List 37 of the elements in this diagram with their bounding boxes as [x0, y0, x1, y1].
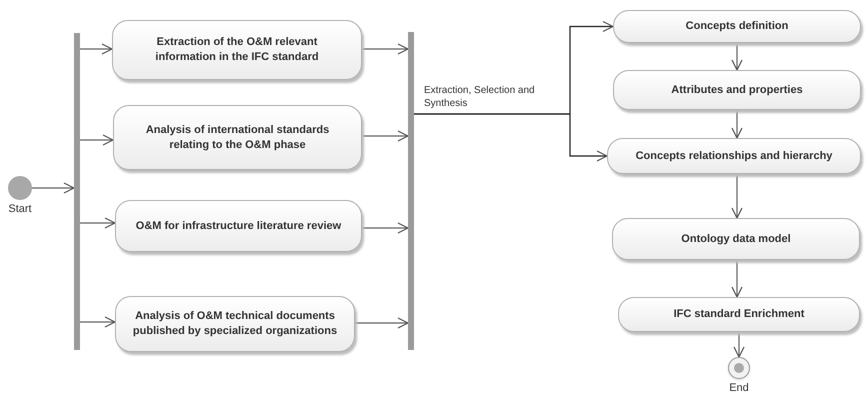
arrow	[80, 316, 116, 328]
activity-box	[613, 70, 861, 110]
arrow	[731, 110, 743, 139]
arrow	[355, 317, 409, 329]
arrow	[80, 217, 116, 229]
activity-label: Ontology data model	[681, 232, 791, 246]
arrow	[362, 43, 409, 55]
arrow	[80, 134, 114, 146]
arrow	[731, 260, 743, 298]
activity-label: O&M for infrastructure literature review	[136, 218, 342, 234]
arrow	[362, 130, 409, 142]
activity-label: Analysis of international standards relating to the O&M phase	[144, 122, 330, 152]
activity-label: Analysis of O&M technical documents published by specialized organizations	[132, 309, 338, 339]
activity-label: Attributes and properties	[671, 82, 803, 98]
activity-box	[612, 218, 860, 260]
arrow	[731, 174, 743, 219]
arrow	[731, 43, 743, 71]
arrow	[80, 43, 113, 55]
activity-box	[618, 297, 860, 332]
arrow	[362, 222, 409, 234]
activity-box	[115, 296, 355, 352]
arrow	[414, 113, 608, 162]
arrow	[32, 182, 75, 194]
activity-label: Extraction of the O&M relevant information in the IFC standard	[154, 35, 320, 65]
join-bar	[408, 32, 414, 350]
activity-box	[113, 105, 362, 170]
activity-box	[112, 20, 362, 80]
activity-label: IFC standard Enrichment	[674, 307, 804, 322]
activity-box	[607, 138, 861, 174]
arrow	[733, 332, 745, 358]
fork-bar	[74, 33, 80, 350]
activity-box	[613, 10, 861, 43]
node-caption: Start	[7, 202, 33, 217]
activity-label: Concepts relationships and hierarchy	[636, 148, 832, 164]
activity-label: Concepts definition	[686, 19, 788, 34]
activity-box	[115, 200, 362, 252]
node-caption: End	[728, 381, 750, 396]
